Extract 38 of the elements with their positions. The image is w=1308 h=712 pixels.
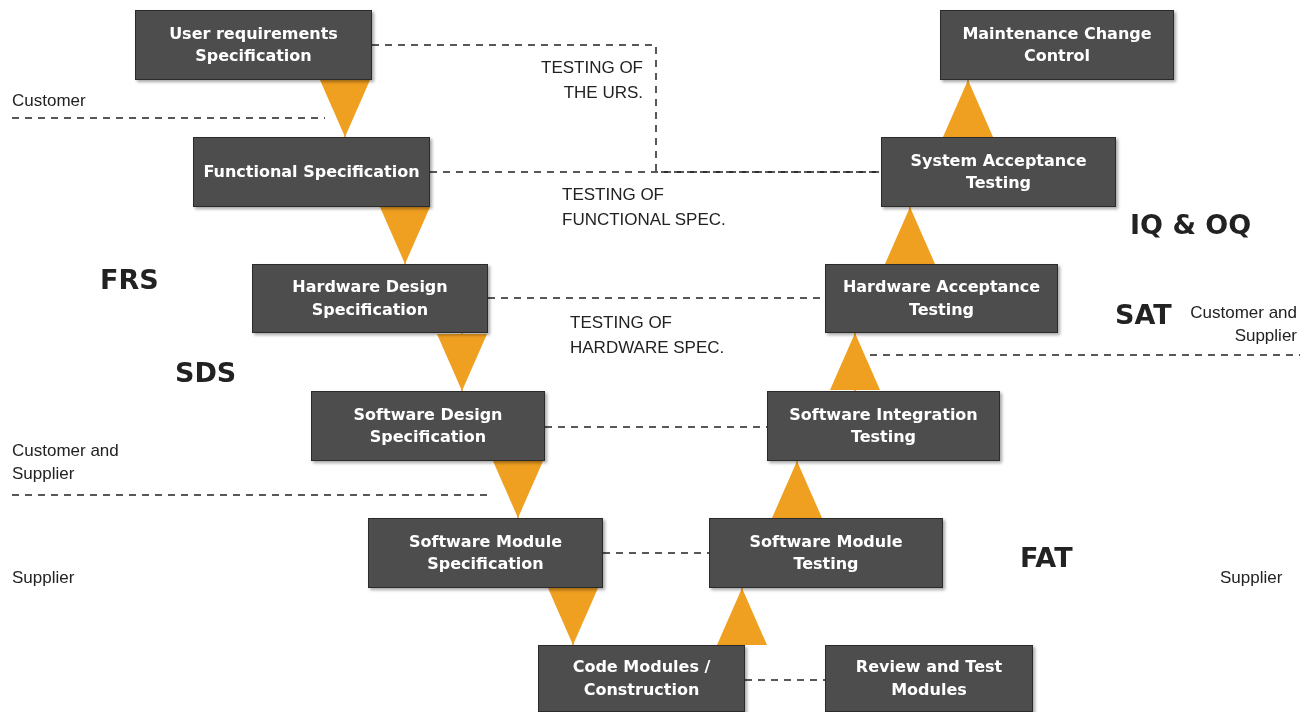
process-box: Functional Specification	[193, 137, 430, 207]
triangle-arrow	[548, 587, 598, 646]
process-box: System Acceptance Testing	[881, 137, 1116, 207]
triangle-arrow	[717, 587, 767, 646]
edge-label: TESTING OF HARDWARE SPEC.	[570, 312, 726, 359]
dashed-connector	[744, 679, 826, 681]
party-label: Supplier	[12, 567, 75, 589]
triangle-arrow	[320, 79, 370, 138]
stage-label: FRS	[100, 263, 159, 297]
triangle-arrow	[493, 460, 543, 519]
triangle-arrow	[437, 332, 487, 392]
process-box: Software Module Testing	[709, 518, 943, 588]
edge-label: TESTING OF THE URS.	[540, 57, 643, 104]
triangle-arrow	[943, 79, 993, 138]
stage-label: SAT	[1115, 298, 1172, 332]
stage-label: SDS	[175, 356, 237, 390]
process-box: Maintenance Change Control	[940, 10, 1174, 80]
party-label: Supplier	[1220, 567, 1283, 589]
process-box: Code Modules / Construction	[538, 645, 745, 712]
triangle-arrow	[830, 332, 880, 392]
stage-label: FAT	[1020, 541, 1073, 575]
dashed-connector	[602, 552, 710, 554]
stage-label: IQ & OQ	[1130, 208, 1252, 242]
process-box: Software Integration Testing	[767, 391, 1000, 461]
process-box: Review and Test Modules	[825, 645, 1033, 712]
party-label: Customer and Supplier	[1189, 302, 1297, 347]
edge-label: TESTING OF FUNCTIONAL SPEC.	[562, 184, 727, 231]
process-box: Hardware Acceptance Testing	[825, 264, 1058, 333]
process-box: Software Module Specification	[368, 518, 603, 588]
party-label: Customer	[12, 90, 86, 112]
dashed-connector	[429, 171, 882, 173]
triangle-arrow	[885, 206, 935, 265]
triangle-arrow	[772, 460, 822, 519]
triangle-arrow	[380, 206, 430, 265]
party-label: Customer and Supplier	[12, 440, 120, 485]
process-box: Hardware Design Specification	[252, 264, 488, 333]
process-box: User requirements Specification	[135, 10, 372, 80]
process-box: Software Design Specification	[311, 391, 545, 461]
